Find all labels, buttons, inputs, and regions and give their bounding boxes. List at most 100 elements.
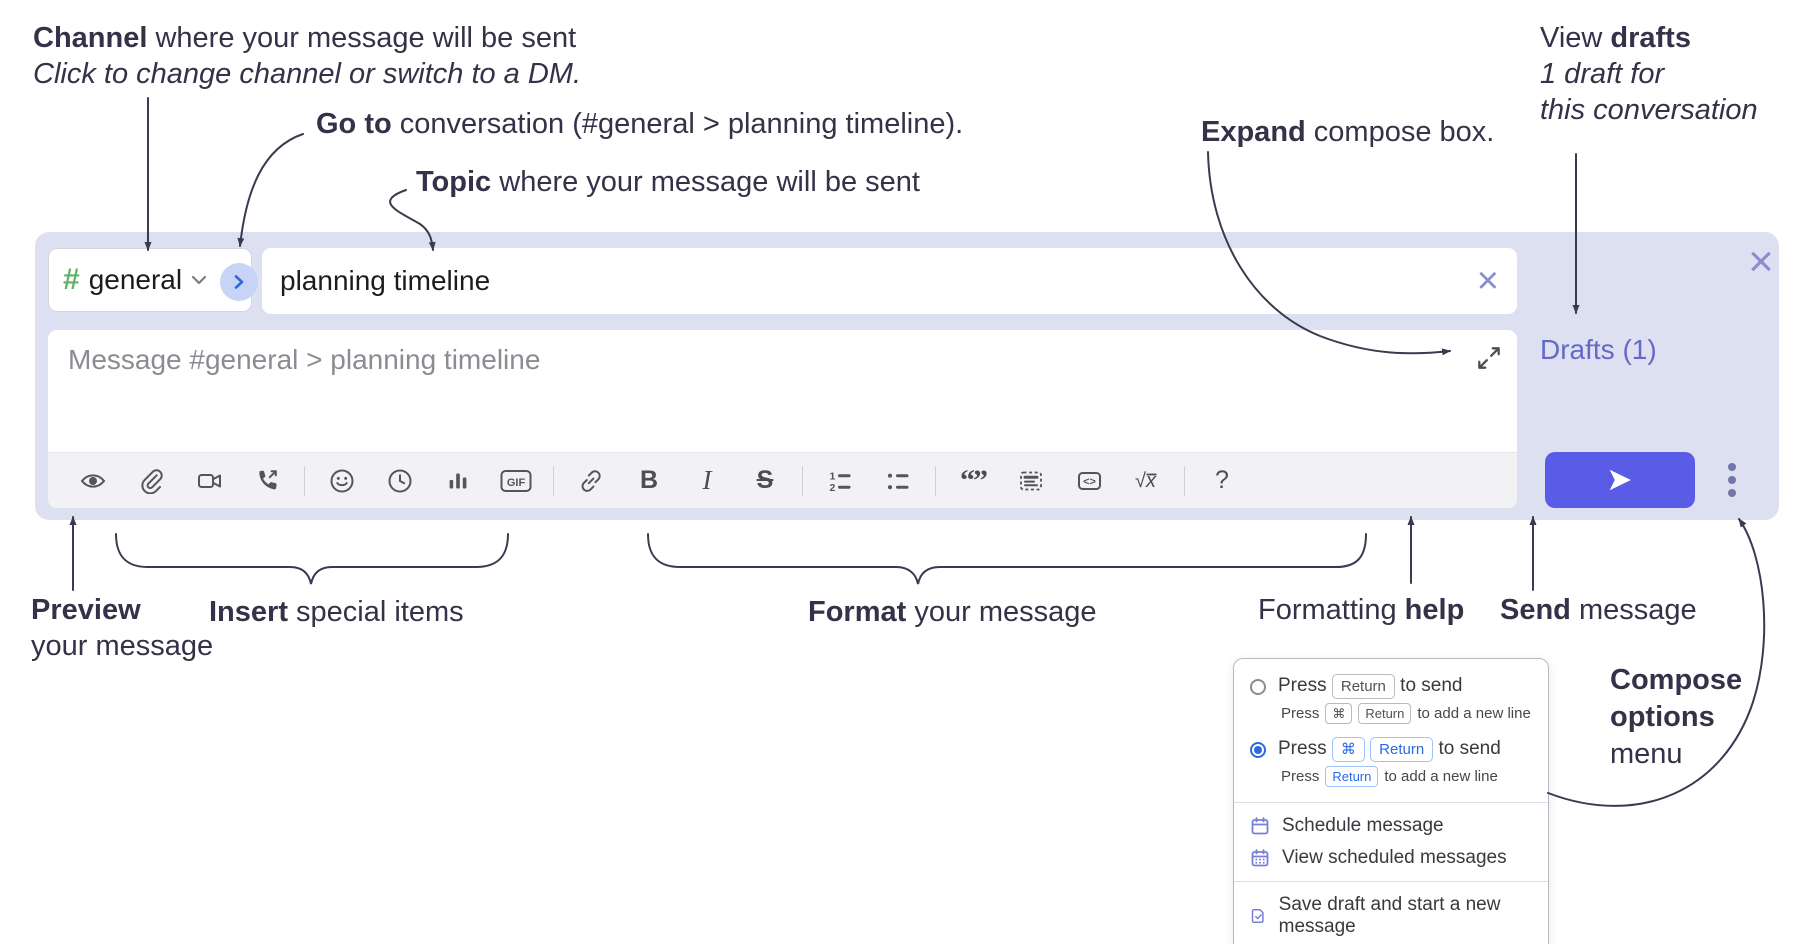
audio-call-button[interactable] [238,459,296,503]
preview-button[interactable] [64,459,122,503]
clear-topic-button[interactable]: × [1476,260,1499,302]
drafts-annotation: View drafts 1 draft for this conversatio… [1540,20,1758,128]
formula-icon: √x [1135,470,1157,492]
channel-annotation-rest: where your message will be sent [147,22,577,54]
link-icon [581,469,601,492]
link-button[interactable] [562,459,620,503]
topic-input[interactable]: planning timeline × [262,248,1517,314]
recent-shortcuts-button[interactable] [371,459,429,503]
emoji-smile-icon [330,469,354,492]
drafts-annotation-line3: this conversation [1540,94,1758,126]
code-icon: <> [1077,471,1101,490]
menu-item-label: View scheduled messages [1282,847,1507,868]
code-button[interactable]: <> [1060,459,1118,503]
italic-button[interactable]: I [702,465,712,495]
expand-icon [1478,347,1500,369]
radio-selected-icon[interactable] [1250,741,1266,758]
strikethrough-button[interactable]: S [756,466,774,494]
video-clip-button[interactable] [180,459,238,503]
message-box[interactable]: Message #general > planning timeline [48,330,1517,508]
insert-brace [115,533,509,585]
goto-conversation-button[interactable] [220,263,258,301]
expand-annotation-rest: compose box. [1305,116,1495,148]
help-annotation-pre: Formatting [1258,594,1405,626]
compose-options-menu: Press Return to send Press ⌘ Return to a… [1233,658,1549,944]
menu-item-view-scheduled[interactable]: View scheduled messages [1234,842,1548,874]
compose-options-line2: options [1610,701,1715,733]
channel-name: general [88,264,183,295]
compose-box: # general planning timeline × × Message … [35,232,1779,520]
menu-item-schedule-message[interactable]: Schedule message [1234,810,1548,842]
bold-button[interactable]: B [639,466,659,494]
menu-divider [1234,881,1548,882]
video-camera-icon [197,473,221,488]
close-compose-button[interactable]: × [1748,237,1774,286]
radio-unselected-icon[interactable] [1250,678,1266,695]
channel-annotation-bold: Channel [33,22,148,54]
insert-annotation: Insert special items [209,594,464,630]
cmd-key: ⌘ [1331,737,1365,762]
topic-annotation-bold: Topic [416,166,492,198]
svg-text:<>: <> [1083,476,1096,488]
goto-arrow [237,133,304,247]
dots-icon [1728,463,1736,471]
option-label: Press ⌘ Return to send [1278,737,1501,762]
send-annotation-bold: Send [1500,594,1571,626]
menu-divider [1234,802,1548,803]
option-cmd-return-to-send[interactable]: Press ⌘ Return to send [1234,732,1548,764]
blockquote-button[interactable]: “” [960,463,988,497]
phone-call-icon [259,469,277,489]
return-key: Return [1331,674,1395,699]
channel-annotation: Channel where your message will be sent … [33,20,581,92]
format-annotation-bold: Format [808,596,907,628]
compose-options-line1: Compose [1610,664,1743,696]
preview-annotation-line2: your message [31,630,214,662]
preview-annotation: Preview your message [31,592,213,664]
dots-icon [1728,476,1736,484]
poll-button[interactable] [429,459,487,503]
ordered-list-button[interactable]: 1 2 [811,459,869,503]
drafts-annotation-line2: 1 draft for [1540,58,1665,90]
compose-options-button[interactable] [1707,452,1757,508]
option-cmd-return-to-send-sub: Press Return to add a new line [1281,766,1498,787]
code-block-icon [1020,471,1042,490]
drafts-link[interactable]: Drafts (1) [1540,334,1657,365]
save-draft-icon [1251,909,1264,923]
dots-icon [1728,489,1736,497]
emoji-button[interactable] [313,459,371,503]
expand-compose-button[interactable] [1475,344,1503,372]
chevron-down-icon [191,275,207,285]
clock-icon [388,469,412,492]
menu-item-save-draft[interactable]: Save draft and start a new message [1234,889,1548,943]
drafts-annotation-bold: drafts [1610,22,1691,54]
expand-annotation-bold: Expand [1201,116,1306,148]
send-button[interactable] [1545,452,1695,508]
goto-annotation: Go to conversation (#general > planning … [316,106,963,142]
toolbar-separator [935,465,936,496]
menu-item-label: Schedule message [1282,815,1444,836]
svg-text:2: 2 [830,482,836,494]
cmd-key: ⌘ [1325,703,1353,724]
code-block-button[interactable] [1002,459,1060,503]
toolbar-separator [304,465,305,496]
toolbar-separator [1184,465,1185,496]
send-icon [1609,469,1631,491]
topic-annotation-rest: where your message will be sent [491,166,920,198]
help-annotation: Formatting help [1258,592,1464,628]
format-annotation-rest: your message [906,596,1097,628]
option-return-to-send[interactable]: Press Return to send [1234,669,1548,701]
send-annotation-rest: message [1570,594,1697,626]
expand-annotation: Expand compose box. [1201,114,1494,150]
channel-hash-icon: # [63,263,80,296]
formatting-help-button[interactable]: ? [1215,466,1229,494]
formula-button[interactable]: √x [1118,459,1176,503]
bulleted-list-button[interactable] [869,459,927,503]
svg-text:√x: √x [1135,470,1157,492]
gif-button[interactable]: GIF [487,459,545,503]
attach-file-button[interactable] [122,459,180,503]
topic-annotation: Topic where your message will be sent [416,164,920,200]
channel-selector[interactable]: # general [48,248,252,312]
gif-icon: GIF [500,469,532,492]
paperclip-icon [141,468,163,494]
